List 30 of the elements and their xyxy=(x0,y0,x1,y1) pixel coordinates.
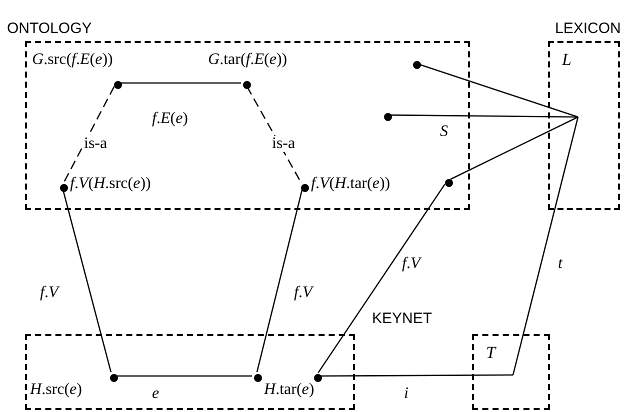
edge-label: f.V xyxy=(400,256,422,272)
line xyxy=(390,114,578,118)
region-title: LEXICON xyxy=(555,19,621,39)
edge-label: is-a xyxy=(82,136,110,152)
edge-label: f.E(e) xyxy=(150,111,190,127)
line xyxy=(320,374,513,377)
line xyxy=(120,82,241,84)
dashed-line xyxy=(246,86,302,183)
edge-label: f.V xyxy=(292,285,314,301)
point-label: H.tar(e) xyxy=(262,382,316,398)
line xyxy=(116,375,252,377)
point-label: f.V(H.src(e)) xyxy=(68,176,153,192)
point-label: H.src(e) xyxy=(28,382,84,398)
region-symbol: L xyxy=(562,49,572,71)
point-label: f.V(H.tar(e)) xyxy=(309,176,392,192)
region-symbol: T xyxy=(486,342,496,364)
line xyxy=(318,184,446,374)
edge-label: f.V xyxy=(38,285,60,301)
line xyxy=(512,116,579,376)
region-title: ONTOLOGY xyxy=(7,19,92,39)
line xyxy=(256,190,303,372)
dashed-line xyxy=(63,86,115,183)
line xyxy=(450,116,578,180)
edge-label: is-a xyxy=(270,136,298,152)
point-label: G.src(f.E(e)) xyxy=(30,52,115,68)
line xyxy=(418,64,578,118)
line xyxy=(62,190,112,372)
point-label: G.tar(f.E(e)) xyxy=(206,52,290,68)
region-title: KEYNET xyxy=(372,309,432,329)
dashed-region xyxy=(472,334,550,410)
